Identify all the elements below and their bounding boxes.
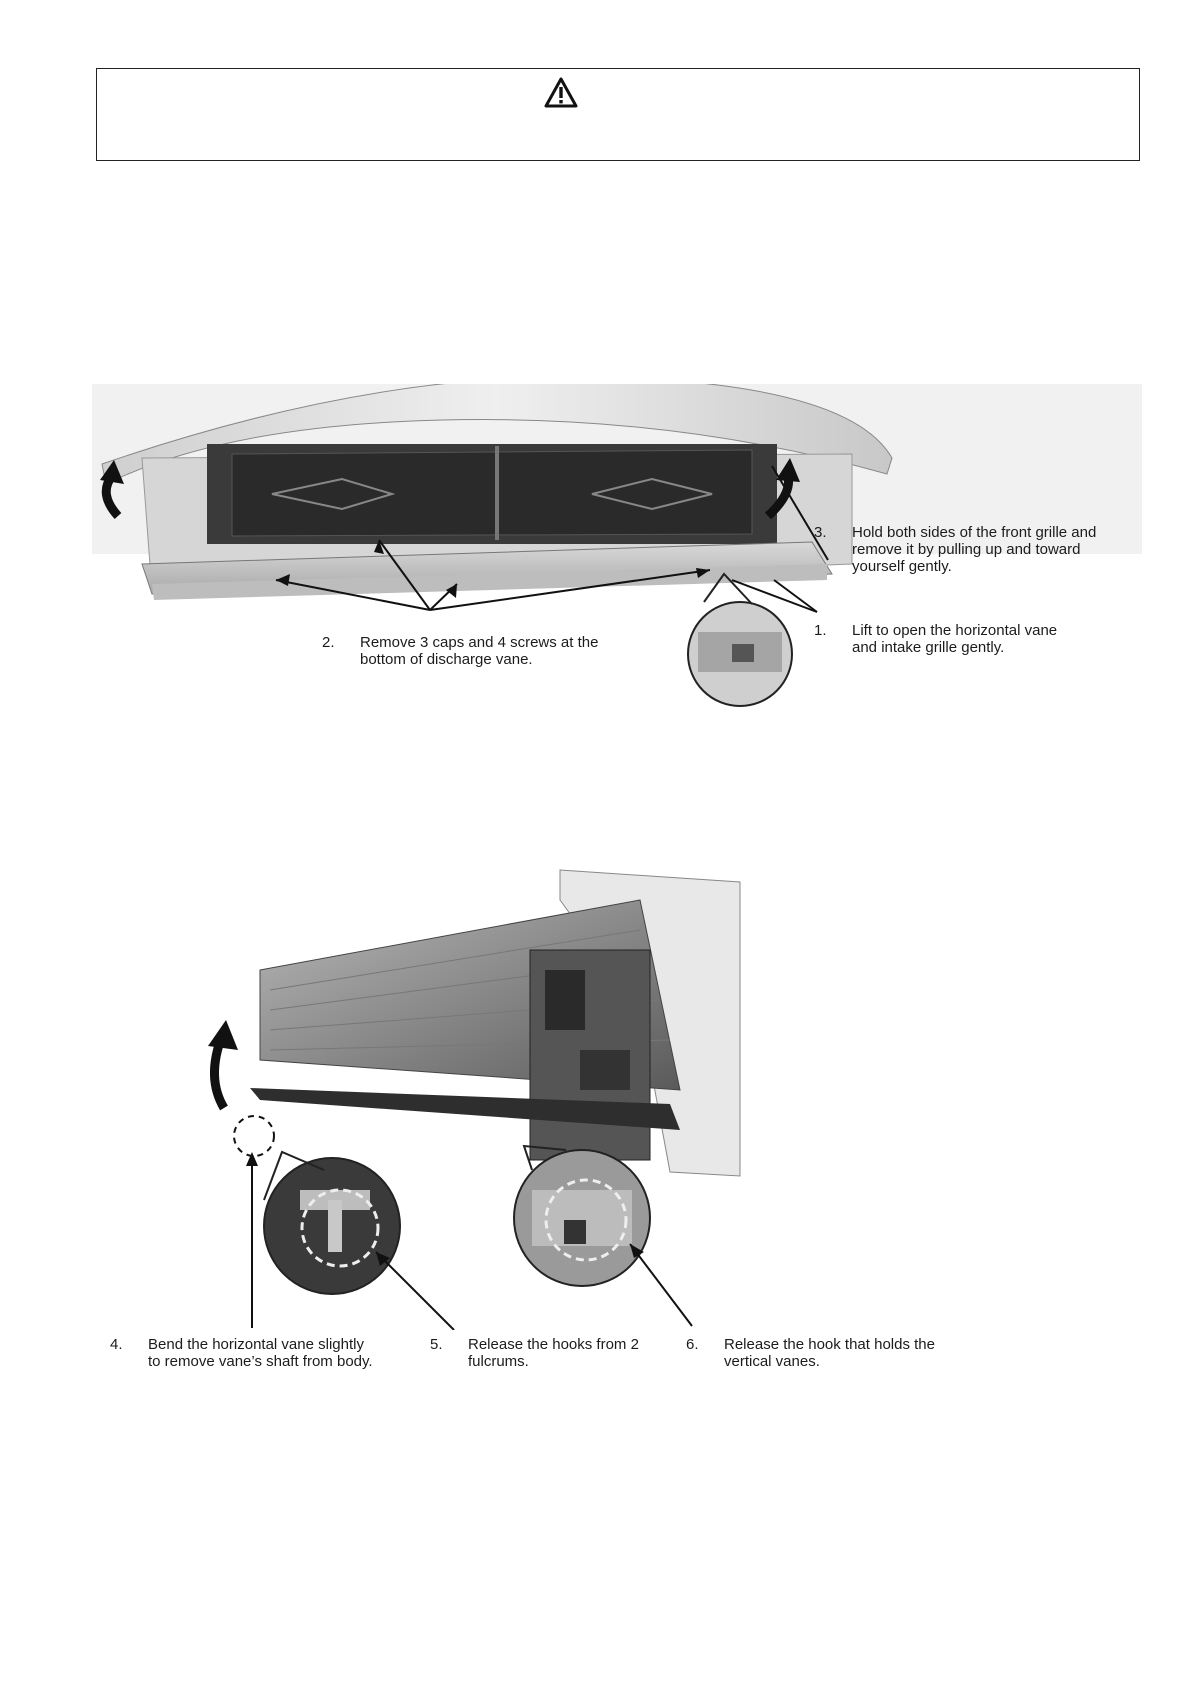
step-3-text: Hold both sides of the front grille and … xyxy=(852,524,1097,575)
horizontal-vane-photo xyxy=(208,869,741,1330)
step-6-number: 6. xyxy=(686,1336,699,1353)
step-3-number: 3. xyxy=(814,524,827,541)
warning-triangle-icon xyxy=(544,77,578,108)
step-2-number: 2. xyxy=(322,634,335,651)
step-4-number: 4. xyxy=(110,1336,123,1353)
step-2-text: Remove 3 caps and 4 screws at the bottom… xyxy=(360,634,599,668)
step-1-number: 1. xyxy=(814,622,827,639)
step-1-text: Lift to open the horizontal vane and int… xyxy=(852,622,1058,656)
step-6-text: Release the hook that holds the vertical… xyxy=(724,1336,935,1370)
step-4-text: Bend the horizontal vane slightly to rem… xyxy=(148,1336,373,1370)
front-grille-photo xyxy=(92,384,1142,707)
step-5-text: Release the hooks from 2 fulcrums. xyxy=(468,1336,639,1370)
step-5-number: 5. xyxy=(430,1336,443,1353)
warning-box xyxy=(96,68,1140,161)
